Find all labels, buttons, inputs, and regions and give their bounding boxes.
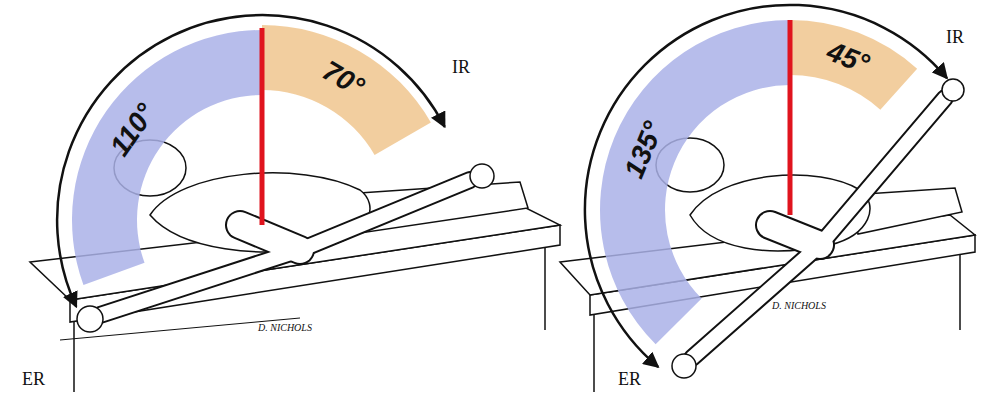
band-fill [72, 30, 262, 285]
table-leg [959, 254, 961, 330]
hand [77, 306, 103, 332]
forearm [300, 180, 470, 250]
band-fill [790, 20, 917, 110]
reference-line [788, 20, 793, 215]
table-leg [593, 315, 595, 392]
rotation-arrow [585, 5, 947, 367]
direction-label: ER [618, 370, 641, 390]
rotation-arrow [57, 15, 445, 307]
band-fill [600, 20, 790, 344]
range-band: 45° [788, 18, 920, 112]
signature: D. NICHOLS [258, 322, 312, 333]
table-leg [544, 247, 546, 330]
signature: D. NICHOLS [772, 300, 826, 311]
band-fill [262, 25, 431, 155]
upper-arm [770, 225, 820, 245]
direction-label: IR [452, 58, 470, 78]
direction-label: IR [946, 28, 964, 48]
body-right [656, 79, 964, 378]
hand [672, 354, 696, 378]
forearm [820, 98, 945, 245]
range-band: 70° [260, 23, 433, 157]
forearm [300, 180, 470, 250]
reference-line [260, 28, 265, 225]
forearm [820, 98, 945, 245]
hand [942, 79, 964, 101]
hand [470, 164, 494, 188]
range-band: 110° [70, 28, 264, 287]
table-leg [73, 322, 75, 392]
upper-arm [770, 225, 820, 245]
band-shape [598, 18, 792, 347]
direction-label: ER [22, 370, 45, 390]
range-band: 135° [598, 18, 792, 347]
band-shape [70, 28, 264, 287]
